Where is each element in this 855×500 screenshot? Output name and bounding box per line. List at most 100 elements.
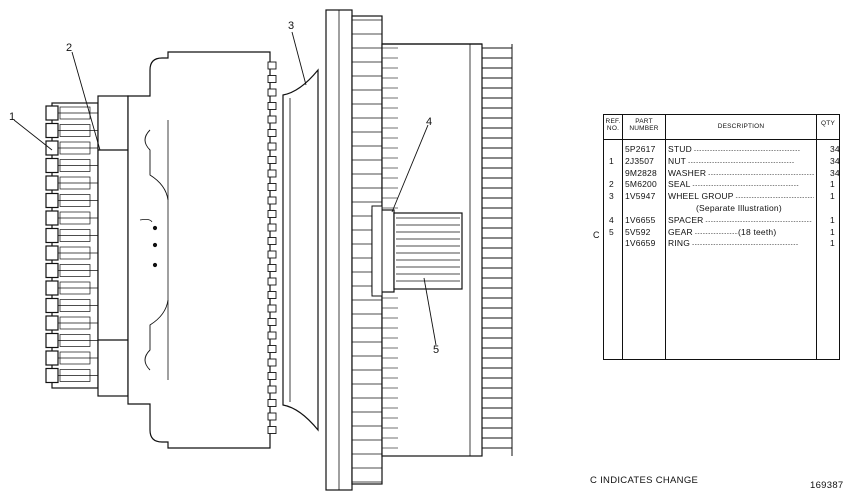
bolt-hole-icon	[267, 304, 277, 313]
row-ref-no: 1	[609, 155, 614, 166]
parts-table: REF. NO. PART NUMBER DESCRIPTION QTY 5P2…	[603, 114, 840, 360]
nut-icon	[45, 105, 59, 121]
bolt-hole-icon	[267, 169, 277, 178]
washer-icon	[59, 194, 91, 207]
washer-icon	[59, 141, 91, 155]
row-description: GEAR	[668, 226, 738, 238]
nut-icon	[45, 227, 59, 244]
row-qty: 34	[830, 155, 840, 166]
seal-housing	[97, 95, 129, 397]
callout-1: 1	[9, 111, 16, 123]
row-description: SPACER	[668, 214, 814, 226]
washer-icon	[59, 351, 91, 365]
washer-icon	[59, 316, 91, 330]
header-description: DESCRIPTION	[717, 123, 765, 130]
callout-5: 5	[433, 344, 440, 356]
row-description: RING	[668, 237, 814, 249]
bolt-hole-icon	[267, 156, 277, 164]
row-qty: 34	[830, 144, 840, 154]
bolt-hole-icon	[267, 385, 277, 394]
row-ref-no: 5	[609, 226, 614, 237]
washer-icon	[59, 176, 91, 190]
hub-body	[127, 51, 271, 449]
bolt-hole-icon	[267, 75, 277, 83]
nut-icon	[45, 245, 59, 261]
nut-icon	[45, 122, 59, 139]
washer-icon	[59, 159, 91, 172]
bolt-hole-icon	[267, 426, 277, 434]
nut-icon	[45, 297, 59, 314]
callout-3: 3	[288, 20, 295, 32]
row-qty: 1	[830, 179, 835, 190]
wheel-disc	[282, 68, 319, 432]
row-description: STUD	[668, 143, 814, 155]
row-note: (18 teeth)	[738, 226, 777, 237]
row-qty: 1	[830, 191, 835, 202]
bolt-hole-icon	[267, 345, 277, 353]
header-qty: QTY	[821, 120, 835, 127]
row-ref-no: 2	[609, 179, 614, 190]
row-qty: 34	[830, 167, 840, 178]
leader-lines	[13, 31, 437, 346]
washer-icon	[59, 369, 91, 382]
bolt-hole-icon	[267, 142, 277, 151]
washer-icon	[59, 281, 91, 295]
row-part-number: 5M6200	[625, 179, 657, 190]
header-ref-no: REF. NO.	[605, 118, 621, 132]
row-description: SEAL	[668, 178, 814, 190]
washer-icon	[59, 106, 91, 120]
bolt-circle	[267, 61, 277, 434]
callout-4: 4	[426, 116, 433, 128]
bolt-hole-icon	[267, 372, 277, 380]
nut-icon	[45, 332, 59, 349]
bolt-hole-icon	[267, 237, 277, 245]
bolt-hole-icon	[267, 318, 277, 326]
washer-icon	[59, 124, 91, 137]
washer-icon	[59, 246, 91, 260]
washer-icon	[59, 229, 91, 242]
row-description: WASHER	[668, 167, 814, 179]
bolt-hole-icon	[267, 412, 277, 421]
row-part-number: 5P2617	[625, 144, 656, 154]
gear-and-spacer	[371, 205, 463, 297]
washer-icon	[59, 264, 91, 277]
row-qty: 1	[830, 238, 835, 249]
drawing-number: 169387	[810, 480, 844, 491]
bolt-hole-icon	[267, 291, 277, 299]
bolt-hole-icon	[267, 250, 277, 259]
row-part-number: 2J3507	[625, 155, 655, 166]
row-part-number: 1V6659	[625, 238, 656, 249]
row-description: NUT	[668, 155, 814, 167]
row-part-number: 5V592	[625, 226, 651, 237]
header-part-number: PART NUMBER	[629, 118, 659, 132]
row-part-number: 9M2828	[625, 167, 657, 178]
change-marker: C	[593, 230, 600, 240]
nut-icon	[45, 157, 59, 174]
row-part-number: 1V5947	[625, 191, 656, 202]
bolt-hole-icon	[267, 331, 277, 340]
bolt-hole-icon	[267, 277, 277, 286]
bolt-hole-icon	[267, 196, 277, 205]
callout-2: 2	[66, 42, 73, 54]
row-ref-no: 4	[609, 214, 614, 225]
row-qty: 1	[830, 214, 835, 225]
nut-icon	[45, 315, 59, 331]
bolt-hole-icon	[267, 102, 277, 110]
bolt-hole-icon	[267, 129, 277, 137]
stud-nut-column	[45, 102, 99, 389]
bolt-hole-icon	[267, 358, 277, 367]
nut-icon	[45, 210, 59, 226]
washer-icon	[59, 211, 91, 225]
washer-icon	[59, 334, 91, 347]
washer-icon	[59, 299, 91, 312]
nut-icon	[45, 367, 59, 384]
row-description: (Separate Illustration)	[696, 203, 782, 213]
bolt-hole-icon	[267, 399, 277, 407]
bolt-hole-icon	[267, 61, 277, 70]
bolt-hole-icon	[267, 210, 277, 218]
nut-icon	[45, 262, 59, 279]
nut-icon	[45, 140, 59, 156]
bolt-hole-icon	[267, 264, 277, 272]
row-description: WHEEL GROUP	[668, 190, 814, 202]
